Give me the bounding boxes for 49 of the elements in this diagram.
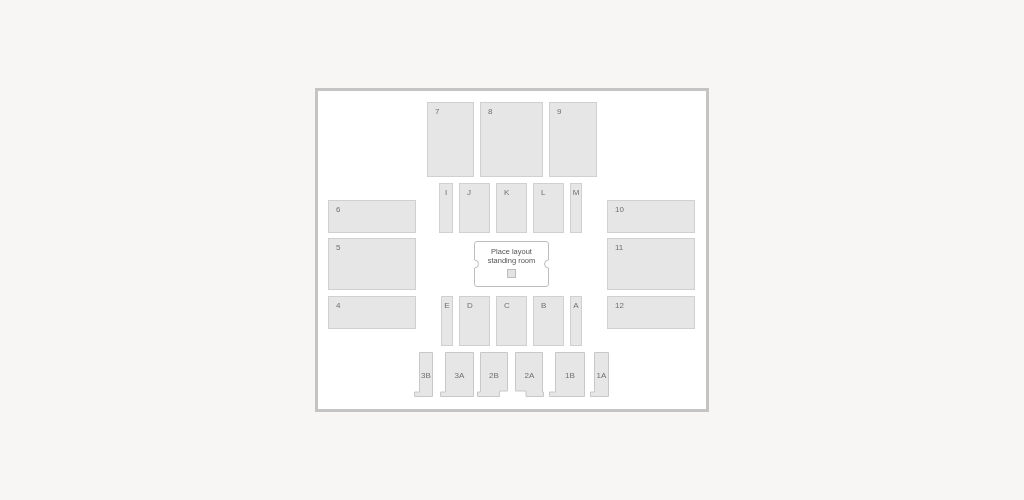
seating-section [590, 352, 609, 397]
seating-section [414, 352, 433, 397]
section-label: K [504, 188, 510, 197]
section-label: E [443, 301, 451, 310]
seating-section [607, 238, 695, 290]
section-label: 12 [615, 301, 624, 310]
section-label: 10 [615, 205, 624, 214]
section-label: 3A [453, 371, 466, 380]
seating-section [328, 238, 416, 290]
section-label: 9 [557, 107, 562, 116]
section-label: 7 [435, 107, 440, 116]
ticket-sign [474, 241, 549, 287]
seating-section [549, 102, 597, 177]
seating-section [607, 296, 695, 329]
seating-section [459, 296, 490, 346]
seating-section [607, 200, 695, 233]
seating-section [549, 352, 585, 397]
section-label: J [467, 188, 471, 197]
seating-section [439, 183, 453, 233]
section-label: D [467, 301, 473, 310]
seating-section [328, 200, 416, 233]
section-label: A [572, 301, 580, 310]
section-label: 4 [336, 301, 341, 310]
section-label: 1B [564, 371, 576, 380]
seating-section [328, 296, 416, 329]
seating-section [570, 183, 582, 233]
section-label: 11 [615, 243, 624, 252]
section-label: B [541, 301, 547, 310]
seating-section [496, 183, 527, 233]
seating-section [459, 183, 490, 233]
seating-section [570, 296, 582, 346]
section-label: L [541, 188, 546, 197]
section-label: C [504, 301, 510, 310]
seating-section [496, 296, 527, 346]
section-label: 1A [595, 371, 608, 380]
seating-section [427, 102, 474, 177]
section-label: 2A [523, 371, 536, 380]
section-label: M [571, 188, 581, 197]
section-label: 2B [488, 371, 500, 380]
section-label: 5 [336, 243, 341, 252]
seating-section [533, 183, 564, 233]
seating-section [441, 296, 453, 346]
seating-section [515, 352, 544, 397]
section-label: I [443, 188, 449, 197]
seating-section [480, 102, 543, 177]
section-label: 6 [336, 205, 341, 214]
section-label: 3B [420, 371, 432, 380]
seating-section [533, 296, 564, 346]
section-label: 8 [488, 107, 493, 116]
